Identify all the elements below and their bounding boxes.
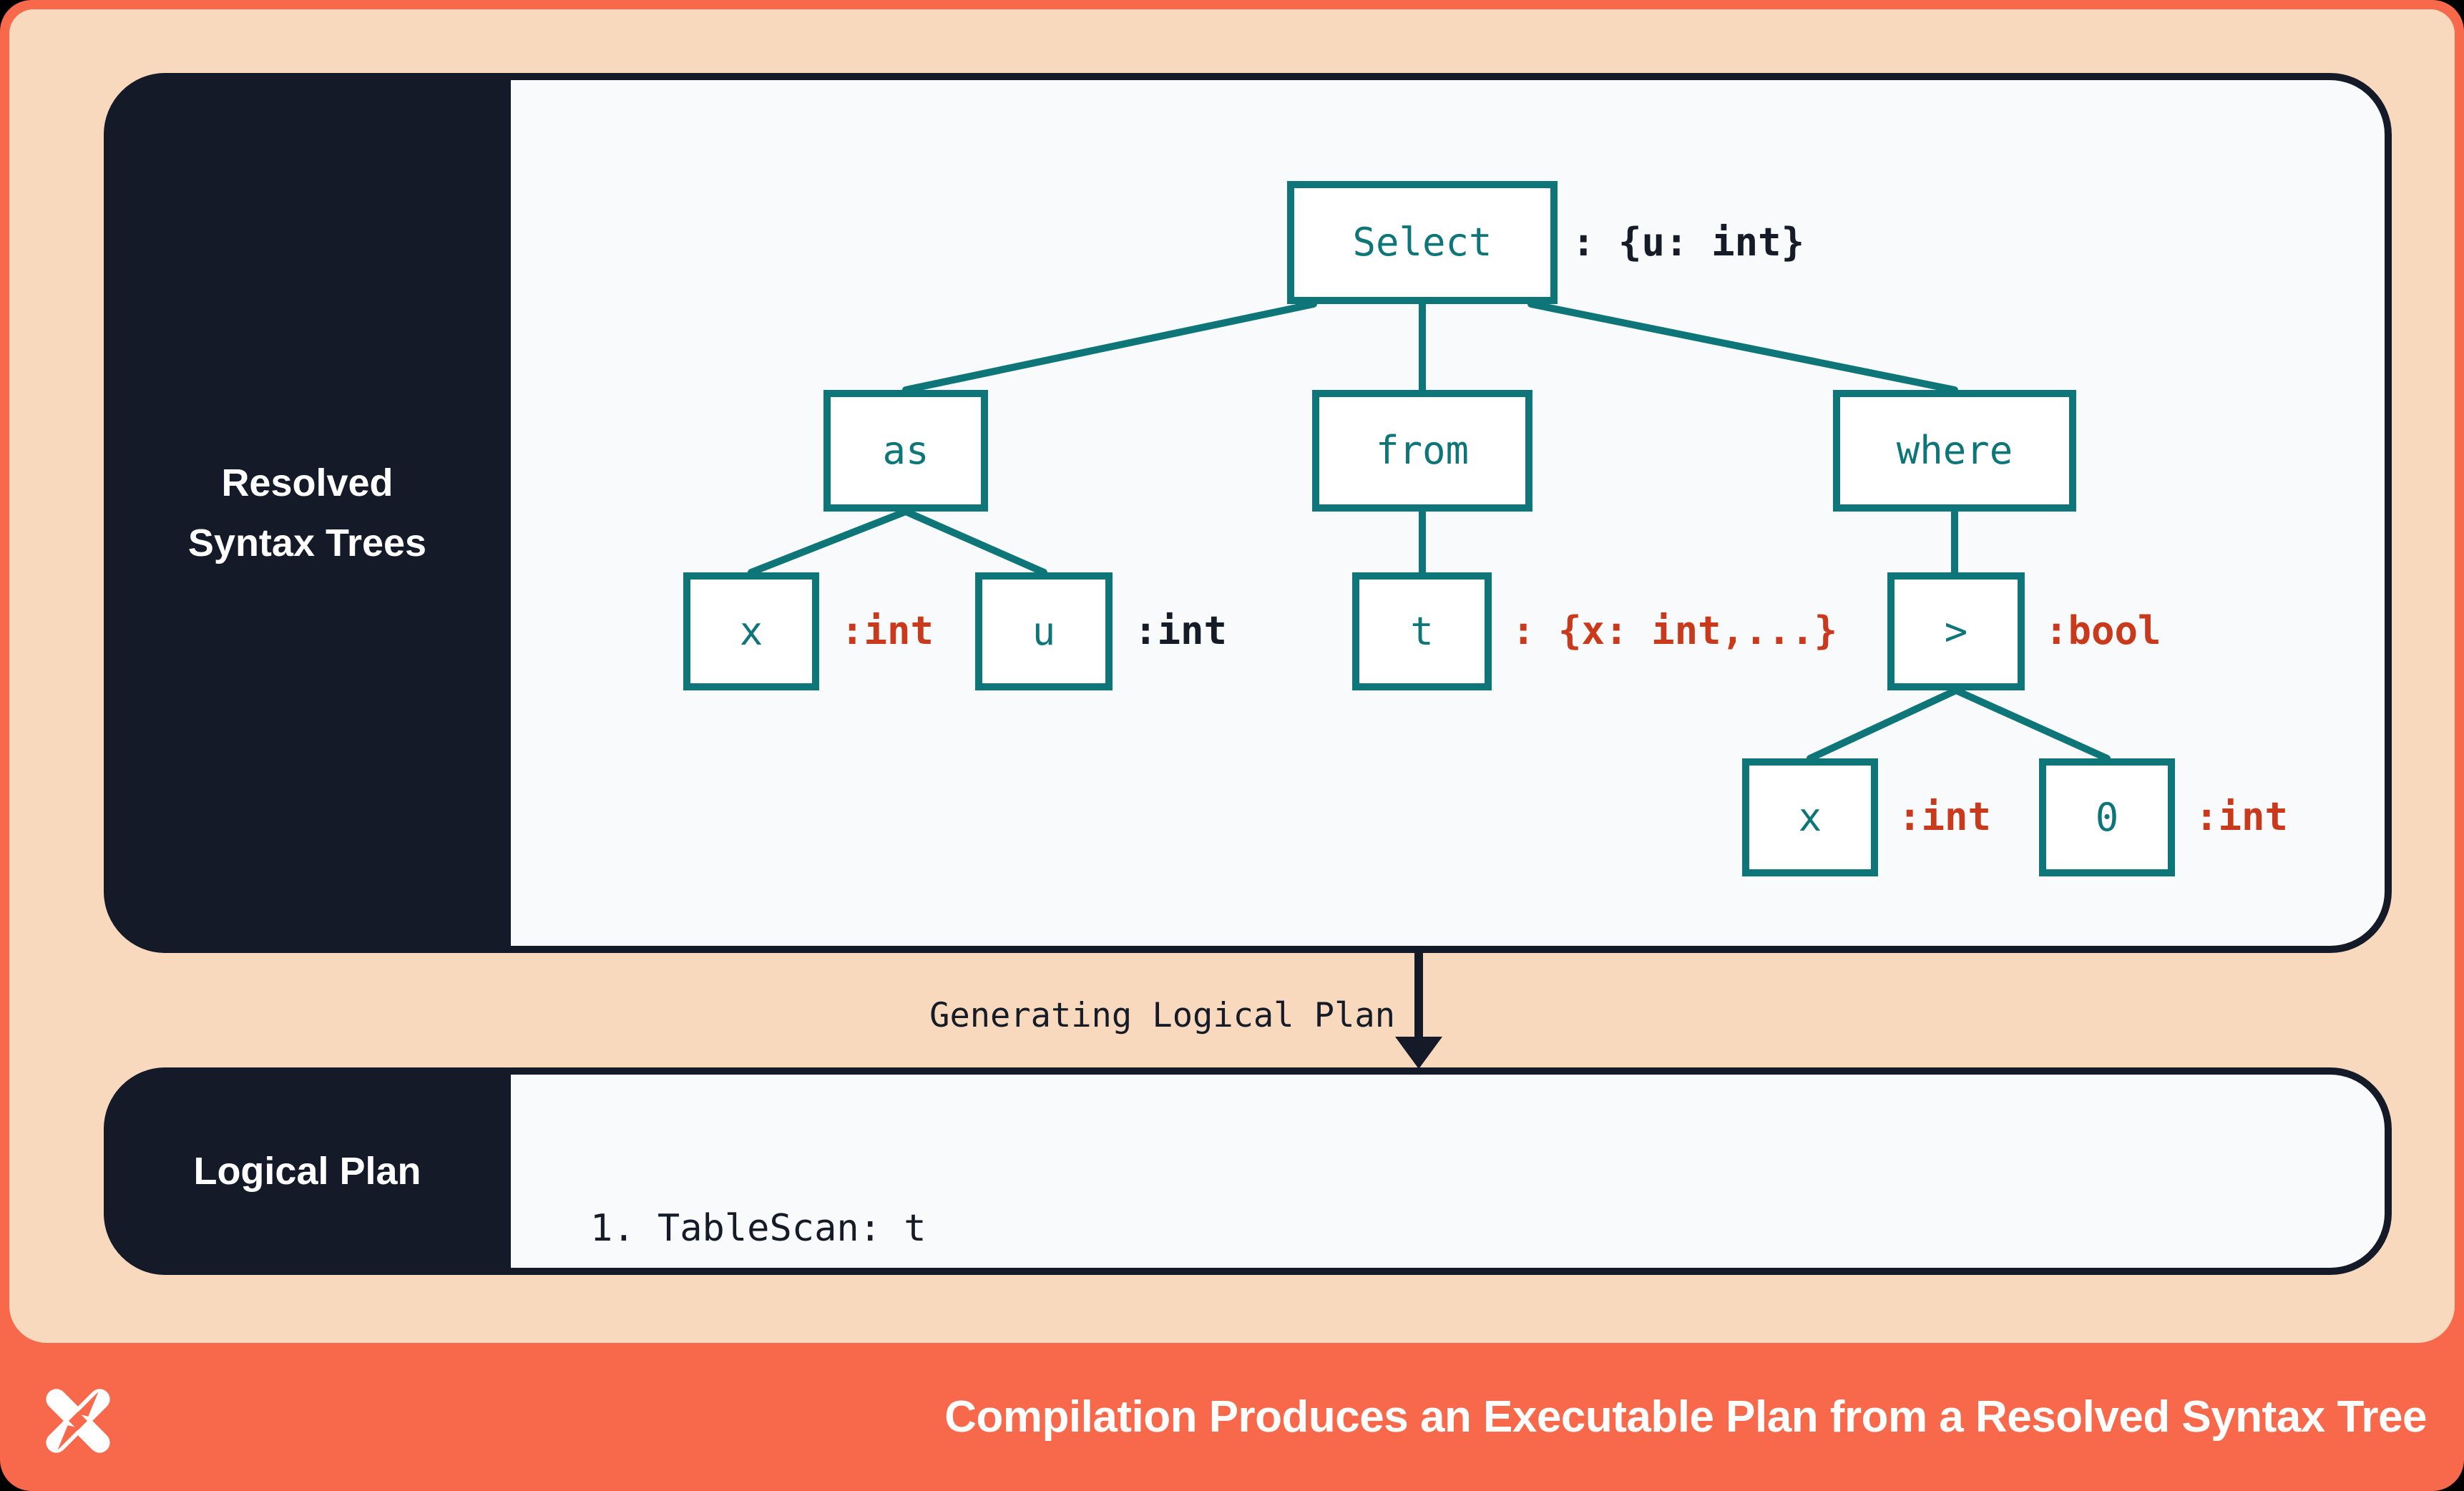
tree-node-label: where — [1896, 428, 2013, 473]
resolved-panel-title-line2: Syntax Trees — [187, 522, 427, 564]
transition-label: Generating Logical Plan — [929, 996, 1395, 1035]
tree-edge — [1952, 687, 2111, 762]
tree-node-label: 0 — [2095, 794, 2119, 840]
tree-edge — [1527, 300, 1958, 393]
resolved-panel-sidebar: Resolved Syntax Trees — [104, 73, 511, 953]
type-annotation-t: : {x: int,...} — [1512, 608, 1838, 653]
logical-plan-step: 1. TableScan: t — [590, 1207, 927, 1250]
type-annotation-x-operand: :int — [1898, 794, 1992, 839]
tree-node-label: as — [882, 428, 929, 473]
type-annotation-x-alias: :int — [841, 608, 934, 653]
tree-edge — [902, 508, 1047, 576]
tree-edge — [902, 300, 1317, 393]
tree-node-as: as — [823, 390, 988, 512]
resolved-panel-title-line1: Resolved — [221, 461, 393, 504]
tree-node-label: > — [1944, 608, 1968, 654]
type-annotation-greater-than: :bool — [2045, 608, 2161, 653]
tree-node-zero: 0 — [2039, 758, 2175, 876]
tree-node-x-operand: x — [1742, 758, 1878, 876]
tree-edges — [748, 300, 2111, 762]
tree-edge — [748, 508, 909, 576]
tree-node-where: where — [1833, 390, 2076, 512]
logical-plan-title: Logical Plan — [193, 1150, 421, 1193]
tree-node-t: t — [1352, 572, 1492, 690]
tree-node-u: u — [975, 572, 1113, 690]
tree-node-label: x — [739, 608, 763, 654]
syntax-tree: Select as from where x u t > — [104, 73, 2392, 953]
tree-node-label: Select — [1352, 220, 1492, 265]
down-arrow-icon — [1395, 952, 1442, 1069]
resolved-syntax-trees-panel: Select as from where x u t > — [104, 73, 2392, 953]
logical-plan-steps: 1. TableScan: t 2. Filter: t.x > 0 3. Pr… — [590, 1100, 1105, 1275]
tree-node-select: Select — [1287, 181, 1558, 304]
type-annotation-zero: :int — [2195, 794, 2289, 839]
pinwheel-x-logo-icon — [46, 1389, 110, 1453]
tree-node-greater-than: > — [1887, 572, 2025, 690]
tree-node-label: t — [1410, 608, 1434, 654]
tree-node-x-alias: x — [683, 572, 819, 690]
footer-title: Compilation Produces an Executable Plan … — [944, 1392, 2427, 1442]
tree-edge — [1807, 687, 1960, 762]
tree-node-label: x — [1798, 794, 1822, 840]
tree-node-label: from — [1375, 428, 1470, 473]
tree-node-label: u — [1032, 608, 1056, 654]
tree-node-from: from — [1312, 390, 1532, 512]
type-annotation-u: :int — [1134, 608, 1228, 653]
type-annotation-select: : {u: int} — [1572, 220, 1805, 265]
logical-plan-panel: 1. TableScan: t 2. Filter: t.x > 0 3. Pr… — [104, 1067, 2392, 1275]
logical-plan-sidebar: Logical Plan — [104, 1067, 511, 1275]
resolved-panel-title: Resolved Syntax Trees — [188, 453, 426, 573]
